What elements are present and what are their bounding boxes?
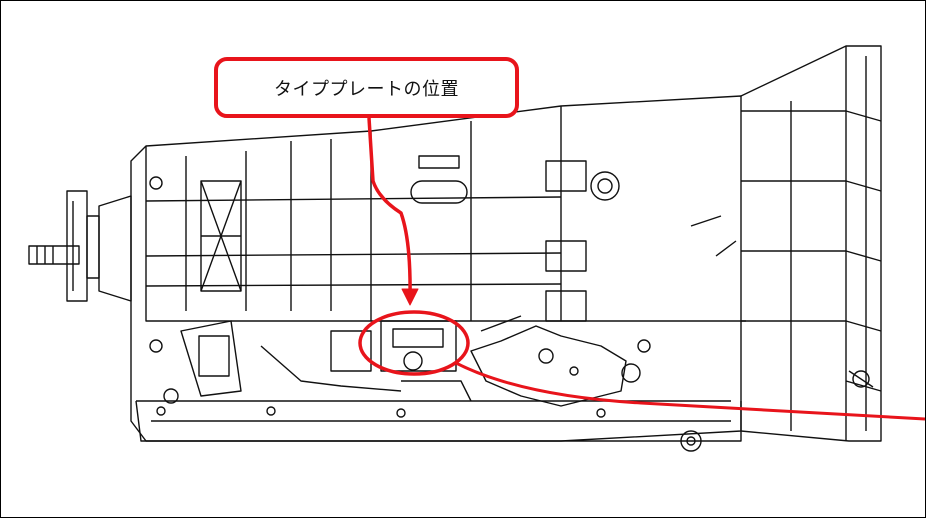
oil-pan — [135, 400, 742, 452]
type-plate-callout: タイププレートの位置 — [214, 57, 519, 118]
callout-label: タイププレートの位置 — [274, 78, 459, 100]
bell-housing — [690, 45, 882, 442]
callout-leader — [367, 117, 419, 306]
valve-body — [180, 315, 651, 407]
detail-leader-line — [455, 361, 925, 421]
main-housing — [130, 95, 746, 442]
output-shaft — [28, 190, 132, 302]
type-plate-highlight — [358, 310, 470, 376]
